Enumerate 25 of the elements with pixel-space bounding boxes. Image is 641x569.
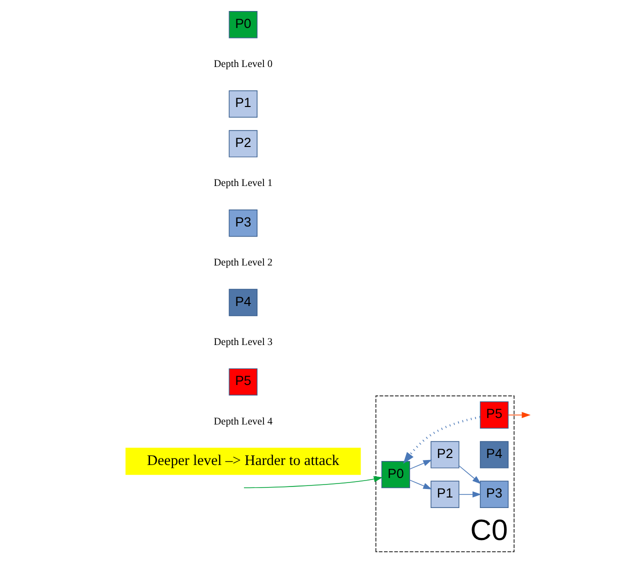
- arrow: [458, 491, 482, 498]
- arrow: [458, 465, 482, 484]
- node-box: P1: [430, 480, 460, 508]
- label: Depth Level 4: [214, 416, 273, 428]
- arrow: [508, 412, 531, 418]
- label: Depth Level 1: [214, 178, 273, 190]
- arrow: [409, 460, 432, 470]
- node-box: P4: [480, 441, 509, 468]
- node-box: P0: [381, 460, 410, 488]
- node-box: P5: [228, 368, 258, 396]
- node-box: P2: [228, 130, 258, 158]
- label: Depth Level 3: [214, 336, 273, 348]
- node-box: P1: [228, 90, 258, 118]
- node-box: P4: [228, 288, 258, 316]
- node-box: P0: [228, 11, 258, 38]
- arrow: [244, 476, 383, 488]
- arrow: [409, 480, 432, 490]
- node-box: P3: [228, 210, 258, 237]
- node-box: P5: [480, 401, 509, 429]
- node-box: Deeper level –> Harder to attack: [126, 448, 361, 475]
- node-box: P3: [480, 480, 509, 508]
- arrow: [403, 416, 480, 464]
- node-box: P2: [430, 441, 460, 468]
- label: Depth Level 0: [214, 59, 273, 70]
- label: Depth Level 2: [214, 258, 273, 269]
